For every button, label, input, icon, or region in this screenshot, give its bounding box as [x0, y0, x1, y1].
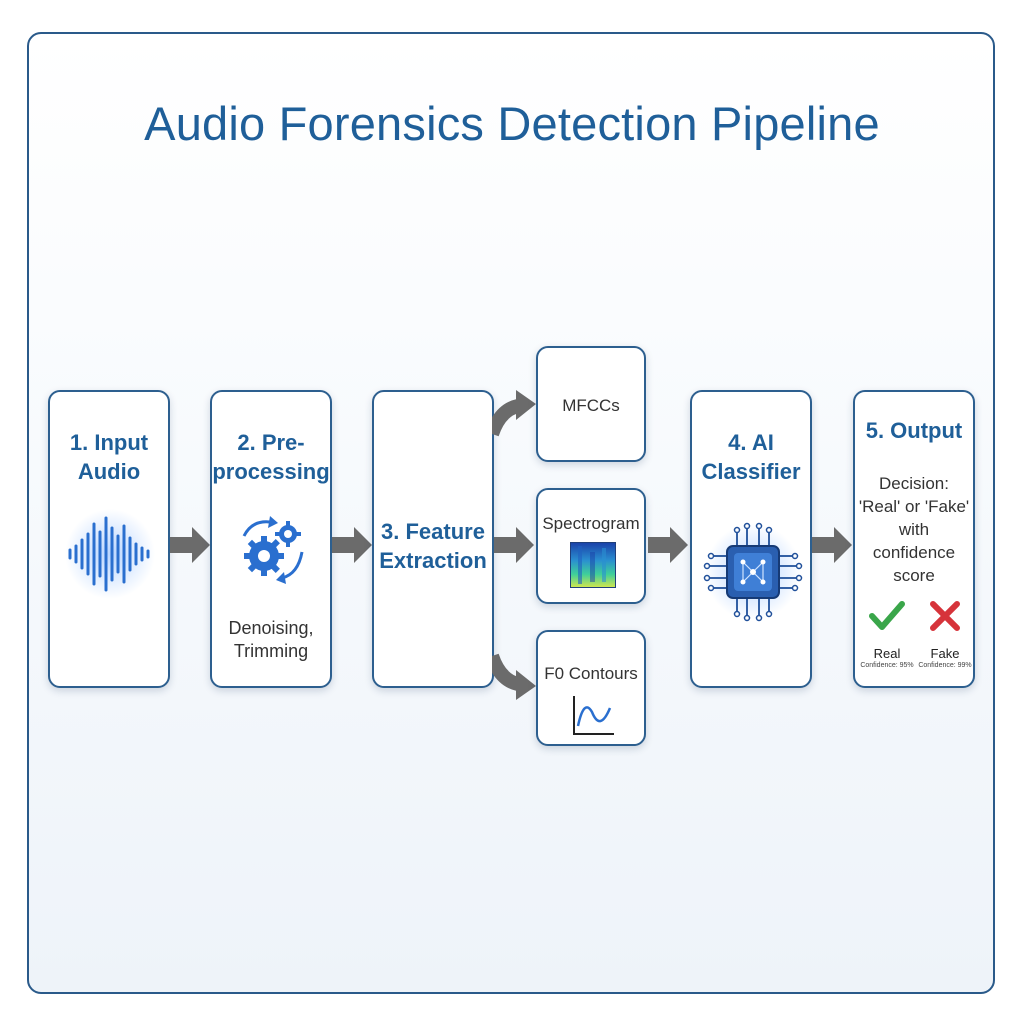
stage-input-card: 1. Input Audio: [48, 390, 170, 688]
feature-spectrogram-label: Spectrogram: [542, 514, 640, 533]
cross-icon: [930, 601, 960, 631]
arrow-to-mfccs: [492, 390, 536, 437]
arrow-to-spectrogram: [494, 527, 534, 563]
arrow-preprocessing-to-features: [332, 527, 372, 563]
stage-feature-extraction-card: 3. Feature Extraction: [372, 390, 494, 688]
feature-f0-card: F0 Contours: [536, 630, 646, 746]
output-decision-text: Decision: 'Real' or 'Fake' with confiden…: [858, 474, 970, 585]
preprocessing-description: Denoising, Trimming: [228, 618, 314, 661]
arrow-input-to-preprocessing: [170, 527, 210, 563]
gears-icon: [242, 516, 304, 584]
ai-chip-icon: [703, 522, 803, 622]
feature-spectrogram-card: Spectrogram: [536, 488, 646, 604]
output-real-confidence: Confidence: 95%: [860, 662, 914, 669]
stage-input-title: 1. Input Audio: [69, 430, 149, 484]
page-title: Audio Forensics Detection Pipeline: [144, 97, 880, 150]
feature-mfccs-card: MFCCs: [536, 346, 646, 462]
output-fake-confidence: Confidence: 99%: [918, 662, 972, 669]
stage-output-title: 5. Output: [865, 418, 963, 443]
arrow-classifier-to-output: [812, 527, 852, 563]
stage-feature-extraction-title: 3. Feature Extraction: [379, 519, 487, 573]
spectrogram-icon: [570, 542, 616, 588]
stage-preprocessing-card: 2. Pre- processing Denoising, Trimming: [210, 390, 332, 688]
feature-mfccs-label: MFCCs: [562, 396, 620, 415]
arrow-features-to-classifier: [648, 527, 688, 563]
arrow-to-f0: [492, 653, 536, 700]
diagram-frame: [27, 32, 995, 994]
stage-classifier-card: 4. AI Classifier: [690, 390, 812, 688]
f0-curve-icon: [573, 696, 614, 735]
stage-output-card: 5. Output Decision: 'Real' or 'Fake' wit…: [853, 390, 975, 688]
output-fake-label: Fake: [930, 646, 960, 661]
stage-classifier-title: 4. AI Classifier: [701, 430, 801, 484]
feature-f0-label: F0 Contours: [544, 664, 638, 683]
stage-preprocessing-title: 2. Pre- processing: [212, 430, 330, 484]
waveform-icon: [65, 509, 155, 599]
check-icon: [869, 601, 905, 630]
output-real-label: Real: [873, 646, 901, 661]
